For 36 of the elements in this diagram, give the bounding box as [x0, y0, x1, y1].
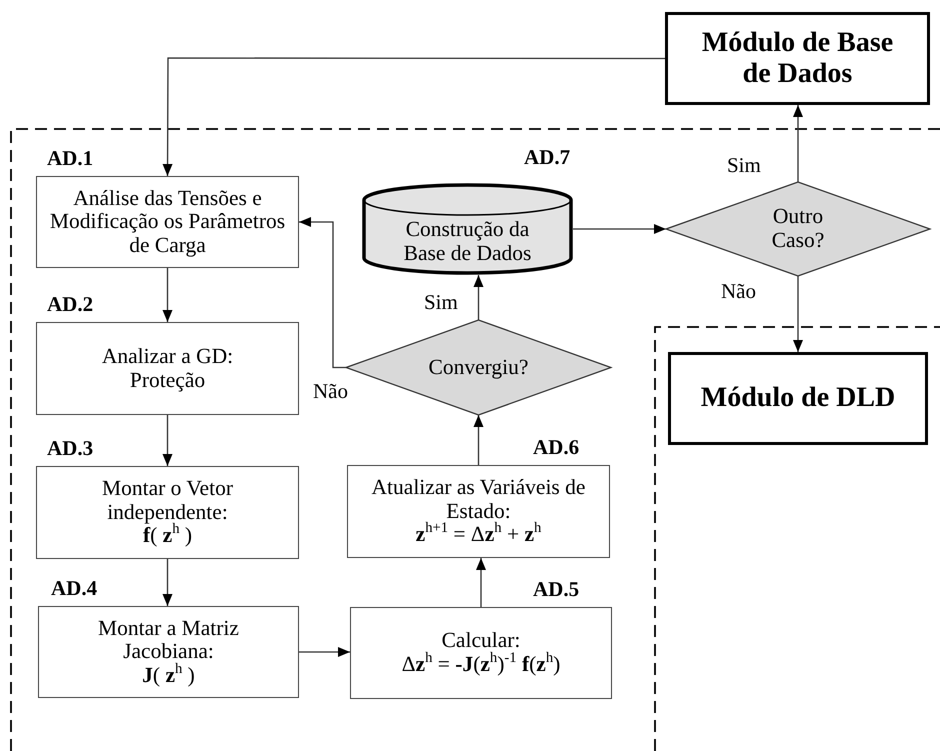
formula-text: f( z$^{h}$ ) [142, 524, 192, 548]
box-text: Montar o Vetor independente: [101, 477, 234, 524]
box-text: Atualizar as Variáveis de Estado: [370, 476, 586, 523]
arrow [793, 276, 803, 352]
step-label: AD.7 [524, 147, 570, 168]
step-label: AD.1 [47, 148, 94, 169]
arrow [299, 647, 350, 657]
database-text: Construção da Base de Dados [402, 218, 532, 266]
arrow [474, 275, 484, 320]
step-label: AD.3 [47, 438, 94, 459]
arrow [162, 57, 665, 176]
formula-text: J( z$^{h}$ ) [142, 664, 195, 688]
arrow [476, 558, 486, 607]
step-label: AD.4 [51, 578, 98, 599]
decision-text: Outro Caso? [770, 205, 826, 253]
module-box [665, 12, 930, 105]
module-box [668, 352, 928, 445]
arrow [162, 415, 172, 466]
arrow [162, 559, 172, 606]
formula-text: Δz$^{h}$ = -J(z$^{h}$)$^{-1}$ f(z$^{h}$) [402, 653, 560, 677]
arrow [793, 105, 803, 182]
box-text: Calcular: [442, 629, 520, 652]
arrow [573, 224, 666, 234]
box-text: Módulo de Base de Dados [700, 28, 894, 90]
step-label: AD.6 [533, 437, 580, 458]
box-text: Módulo de DLD [700, 383, 896, 414]
decision-text: Convergiu? [428, 356, 528, 380]
arrow [162, 268, 172, 322]
box-text: Analizar a GD: Proteção [100, 344, 234, 392]
arrow [299, 217, 346, 368]
step-label: AD.5 [533, 579, 580, 600]
box-text: Montar a Matriz Jacobiana: [97, 616, 240, 664]
arrow [474, 415, 484, 465]
box-text: Análise das Tensões e Modificação os Parâmetros de Carga [50, 186, 286, 258]
step-label: AD.2 [47, 294, 94, 315]
formula-text: z$^{h+1}$ = Δz$^{h}$ + z$^{h}$ [416, 523, 542, 547]
